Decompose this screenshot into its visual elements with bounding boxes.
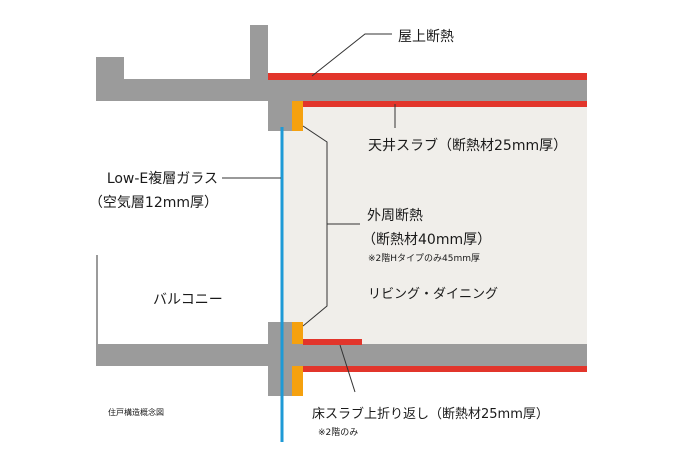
floor-return-insulation bbox=[303, 339, 362, 345]
roof-insulation bbox=[268, 73, 587, 80]
leader-roof bbox=[311, 33, 392, 77]
perimeter-insulation-top bbox=[292, 101, 303, 131]
floor-slab-insulation bbox=[303, 366, 587, 372]
ceiling-slab-insulation bbox=[303, 101, 587, 107]
label-perimeter-thickness: （断熱材40mm厚） bbox=[362, 232, 491, 248]
label-perimeter-note: ※2階Hタイプのみ45mm厚 bbox=[368, 253, 480, 264]
perimeter-insulation-bottom bbox=[292, 366, 303, 396]
diagram-caption: 住戸構造概念図 bbox=[108, 407, 164, 417]
label-roof-insulation: 屋上断熱 bbox=[398, 29, 454, 45]
label-perimeter-insulation: 外周断熱 bbox=[367, 208, 423, 224]
leader-lines bbox=[222, 33, 396, 393]
label-glass-air-layer: （空気層12mm厚） bbox=[89, 195, 218, 211]
lower-concrete-structure bbox=[96, 322, 587, 396]
leader-floor bbox=[339, 344, 356, 393]
label-ceiling-slab: 天井スラブ（断熱材25mm厚） bbox=[368, 137, 567, 154]
upper-concrete-structure bbox=[96, 25, 587, 131]
label-low-e-glass: Low-E複層ガラス bbox=[107, 170, 218, 187]
room-interior bbox=[282, 106, 587, 344]
label-balcony: バルコニー bbox=[153, 292, 223, 308]
label-floor-note: ※2階のみ bbox=[318, 427, 358, 438]
label-living-dining: リビング・ダイニング bbox=[368, 287, 498, 302]
perimeter-insulation-mid bbox=[292, 322, 303, 344]
label-floor-slab-return: 床スラブ上折り返し（断熱材25mm厚） bbox=[312, 406, 549, 422]
